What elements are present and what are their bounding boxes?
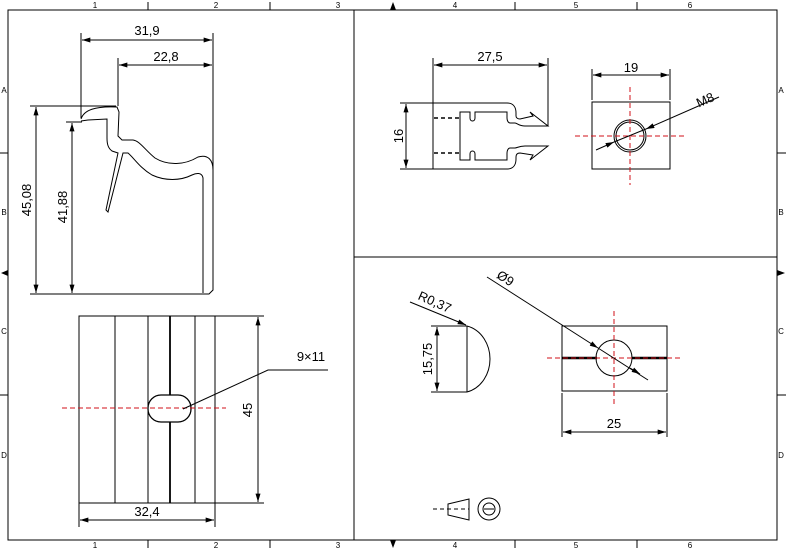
dim-height-inner: 41,88 xyxy=(55,191,70,224)
column-label: 2 xyxy=(214,541,219,550)
dim-width: 27,5 xyxy=(477,49,502,64)
row-label: B xyxy=(778,208,783,217)
nut-profile-view: 27,5 16 xyxy=(391,49,550,170)
side-profile-view: 31,9 22,8 45,08 41,88 xyxy=(19,23,214,295)
row-label: B xyxy=(1,208,6,217)
column-label: 6 xyxy=(688,1,693,10)
row-label: C xyxy=(778,327,784,336)
column-label: 4 xyxy=(453,1,458,10)
column-label: 3 xyxy=(336,1,341,10)
dim-height: 15,75 xyxy=(420,343,435,376)
dim-hole: Ø9 xyxy=(494,267,517,289)
dim-width-inner: 22,8 xyxy=(153,49,178,64)
dim-slot: 9×11 xyxy=(297,349,325,364)
column-label: 3 xyxy=(336,541,341,550)
dim-width: 25 xyxy=(607,416,621,431)
column-label: 1 xyxy=(93,1,98,10)
column-label: 1 xyxy=(93,541,98,550)
row-label: A xyxy=(778,86,784,95)
dim-height: 45 xyxy=(240,403,255,417)
front-view: 9×11 45 32,4 xyxy=(62,315,328,527)
dim-height-overall: 45,08 xyxy=(19,184,34,217)
dim-radius: R0,37 xyxy=(416,288,454,316)
projection-symbol-icon xyxy=(433,497,501,521)
row-label: D xyxy=(1,451,7,460)
dim-width: 32,4 xyxy=(134,504,159,519)
dim-thread: M8 xyxy=(694,89,717,110)
column-label: 5 xyxy=(574,541,579,550)
column-label: 6 xyxy=(688,541,693,550)
dim-width: 19 xyxy=(624,60,638,75)
row-label: C xyxy=(1,327,7,336)
dim-height: 16 xyxy=(391,129,406,143)
column-label: 5 xyxy=(574,1,579,10)
plate-view: 25 Ø9 xyxy=(486,267,682,437)
column-label: 2 xyxy=(214,1,219,10)
row-label: D xyxy=(778,451,784,460)
nut-front-view: 19 M8 xyxy=(575,60,720,185)
dim-width-overall: 31,9 xyxy=(134,23,159,38)
row-label: A xyxy=(1,86,7,95)
column-label: 4 xyxy=(453,541,458,550)
half-round-view: 15,75 R0,37 xyxy=(409,288,491,393)
